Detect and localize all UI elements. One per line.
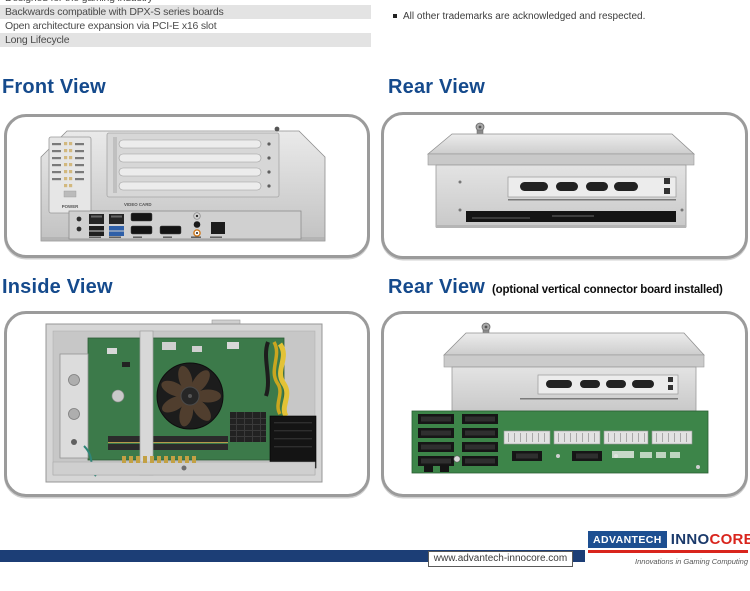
rear-view-optional-subtitle: (optional vertical connector board insta…	[492, 284, 723, 296]
psu-block	[269, 415, 317, 469]
lan-port	[109, 214, 124, 224]
inside-view-panel	[4, 311, 370, 497]
ram-slot	[108, 444, 228, 450]
trademark-bullet-line: All other trademarks are acknowledged an…	[389, 11, 741, 22]
dsub-connector	[631, 380, 654, 388]
trademark-note: countries. All other trademarks are ackn…	[389, 0, 741, 22]
rear-view-optional-heading: Rear View (optional vertical connector bo…	[388, 276, 723, 299]
usb3-port	[109, 231, 124, 236]
rear-view-panel	[381, 112, 748, 259]
cpu-fan	[156, 362, 224, 430]
logo-underline	[588, 550, 748, 553]
edge-connectors	[417, 414, 498, 466]
certification-marks	[611, 451, 680, 458]
advantech-innocore-logo: ADVANTECH INNOCORE Innovations in Gaming…	[588, 531, 750, 566]
rear-view-photo	[426, 122, 695, 228]
clipped-text-line: countries.	[389, 0, 741, 3]
led-panel	[48, 136, 92, 214]
website-url: www.advantech-innocore.com	[428, 551, 573, 567]
front-view-panel: POWER VIDEO CARD	[4, 114, 370, 258]
heatsink	[230, 412, 266, 442]
logo-tagline: Innovations in Gaming Computing	[635, 556, 748, 566]
chassis-crossbar	[139, 330, 154, 476]
rear-view-optional-panel	[381, 311, 748, 497]
power-label: POWER	[62, 204, 79, 209]
usb3-port	[109, 226, 124, 231]
screw-icon	[274, 126, 280, 132]
feature-row: Long Lifecycle	[0, 33, 371, 47]
dsub-connector	[613, 181, 638, 191]
feature-row: Backwards compatible with DPX-S series b…	[0, 5, 371, 19]
power-cable	[277, 342, 290, 418]
inside-view-photo	[45, 319, 323, 483]
feature-table: Designed for the gaming industry Backwar…	[0, 0, 371, 47]
gold-edge-connector	[122, 456, 196, 463]
rear-view-heading: Rear View	[388, 76, 486, 98]
audio-jack	[193, 221, 201, 228]
ram-slot	[108, 436, 228, 442]
innocore-wordmark: INNOCORE	[671, 531, 750, 548]
inside-view-heading: Inside View	[2, 276, 113, 298]
core-text: CORE	[709, 531, 750, 548]
cmos-battery	[111, 389, 125, 403]
displayport	[130, 225, 153, 235]
lan-port	[89, 214, 104, 224]
inno-text: INNO	[670, 531, 710, 548]
displayport	[130, 212, 153, 222]
usb-port	[89, 231, 104, 236]
front-view-photo: POWER VIDEO CARD	[40, 126, 326, 242]
video-card-label: VIDEO CARD	[124, 202, 152, 207]
rj11-port	[211, 222, 225, 234]
dsub-connector	[519, 181, 548, 191]
trademark-text: All other trademarks are acknowledged an…	[403, 11, 646, 22]
dsub-connector	[585, 181, 608, 191]
dsub-connector	[545, 380, 572, 388]
front-view-heading: Front View	[2, 76, 106, 98]
dsub-connector	[555, 181, 578, 191]
power-button-icon	[76, 216, 82, 222]
feature-row: Designed for the gaming industry	[0, 0, 371, 5]
slot-plate	[106, 132, 280, 198]
dsub-connector	[605, 380, 626, 388]
dsub-connector	[579, 380, 600, 388]
pin-header	[64, 142, 73, 188]
reset-button-icon	[76, 226, 82, 232]
drive-bracket	[59, 353, 89, 459]
port-labels	[89, 236, 222, 238]
led-labels	[52, 143, 84, 181]
key-lock-icon	[475, 122, 484, 137]
usb-port	[89, 226, 104, 231]
advantech-wordmark: ADVANTECH	[588, 531, 667, 548]
vertical-connector-board	[411, 410, 708, 474]
feature-row: Open architecture expansion via PCI-E x1…	[5, 20, 217, 32]
rear-view-optional-title: Rear View	[388, 276, 486, 298]
displayport	[159, 225, 182, 235]
bullet-icon	[393, 14, 397, 18]
io-panel	[68, 210, 302, 240]
rear-view-optional-photo	[411, 322, 708, 474]
pin-headers	[503, 430, 692, 445]
